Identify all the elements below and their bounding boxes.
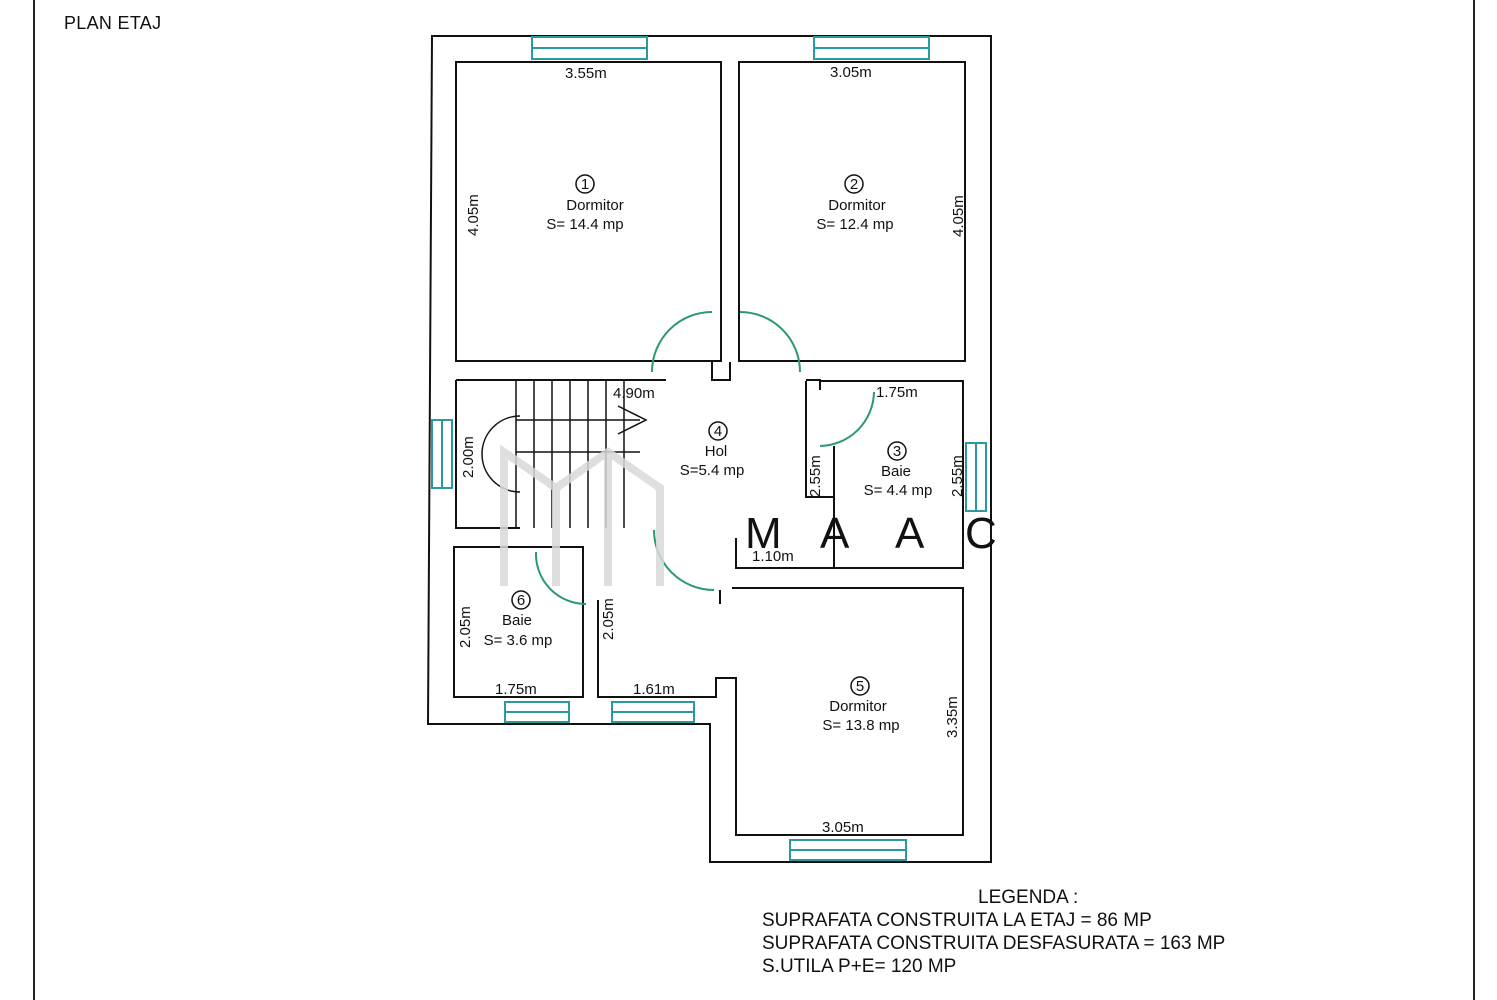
dim-room3-height: 2.55m	[949, 455, 966, 497]
room-5-name: Dormitor	[829, 698, 887, 715]
room-5-number: 5	[856, 678, 864, 695]
wall-stubs	[711, 362, 821, 604]
dim-room5-width: 3.05m	[822, 819, 864, 836]
room-3-number: 3	[893, 443, 901, 460]
svg-text:C: C	[965, 509, 997, 558]
dim-room1-width: 3.55m	[565, 65, 607, 82]
dimension-labels: 3.55m 3.05m 4.05m 4.05m 4.90m 2.00m 2.55…	[457, 64, 967, 836]
dim-room1-height: 4.05m	[465, 194, 482, 236]
watermark-logo	[500, 444, 664, 586]
dim-room3-width: 1.75m	[876, 384, 918, 401]
room-2-area: S= 12.4 mp	[816, 216, 893, 233]
dim-hol-height: 2.55m	[807, 455, 824, 497]
dim-corridor-height: 2.05m	[600, 598, 617, 640]
room-3-outline	[820, 380, 964, 569]
door-2	[739, 311, 801, 373]
room-1-outline	[455, 61, 722, 362]
hol-niche	[735, 538, 834, 569]
legend-line-3: S.UTILA P+E= 120 MP	[762, 956, 957, 977]
door-6	[534, 551, 587, 605]
plan-title: PLAN ETAJ	[64, 13, 162, 33]
room-2-number: 2	[850, 176, 858, 193]
svg-text:M: M	[745, 509, 782, 558]
legend: LEGENDA : SUPRAFATA CONSTRUITA LA ETAJ =…	[762, 886, 1225, 978]
room-walls	[453, 61, 966, 836]
dim-hol-small: 1.10m	[752, 548, 794, 565]
dim-room6-height: 2.05m	[457, 606, 474, 648]
legend-line-2: SUPRAFATA CONSTRUITA DESFASURATA = 163 M…	[762, 933, 1226, 954]
room-4-number: 4	[714, 423, 722, 440]
door-1	[651, 311, 713, 373]
room-1-number: 1	[581, 176, 589, 193]
room-6-outline	[453, 546, 584, 698]
room-3-name: Baie	[881, 463, 911, 480]
sheet-frame	[33, 0, 1475, 1000]
dim-room6-width: 1.75m	[495, 681, 537, 698]
room-6-number: 6	[517, 592, 525, 609]
svg-text:A: A	[895, 509, 925, 558]
legend-line-1: SUPRAFATA CONSTRUITA LA ETAJ = 86 MP	[762, 910, 1152, 931]
dim-stair-height: 2.00m	[460, 436, 477, 478]
room-6-name: Baie	[502, 612, 532, 629]
room-2-outline	[738, 61, 966, 362]
legend-heading: LEGENDA :	[978, 887, 1079, 908]
room-labels: 1 Dormitor S= 14.4 mp 2 Dormitor S= 12.4…	[484, 176, 933, 734]
dim-room2-width: 3.05m	[830, 64, 872, 81]
doors	[534, 311, 875, 605]
room-5-area: S= 13.8 mp	[822, 717, 899, 734]
stair-arrow	[617, 405, 648, 435]
svg-text:A: A	[820, 509, 850, 558]
dim-room2-height: 4.05m	[950, 195, 967, 237]
room-4-name: Hol	[705, 443, 728, 460]
dim-stair-length: 4.90m	[613, 385, 655, 402]
room-number-circles	[511, 174, 907, 696]
room-6-area: S= 3.6 mp	[484, 632, 553, 649]
room-3-area: S= 4.4 mp	[864, 482, 933, 499]
stair-outline	[455, 379, 666, 529]
dim-corridor-width: 1.61m	[633, 681, 675, 698]
hol-right-wall	[805, 381, 834, 498]
windows	[431, 36, 987, 861]
room-4-area: S=5.4 mp	[680, 462, 745, 479]
room-5-outline	[597, 587, 964, 836]
room-2-name: Dormitor	[828, 197, 886, 214]
dim-room5-height: 3.35m	[944, 696, 961, 738]
door-3	[819, 391, 875, 447]
room-1-area: S= 14.4 mp	[546, 216, 623, 233]
door-5	[653, 529, 715, 591]
outer-walls	[426, 35, 992, 863]
watermark-letters: M A A C	[745, 509, 997, 558]
room-1-name: Dormitor	[566, 197, 624, 214]
